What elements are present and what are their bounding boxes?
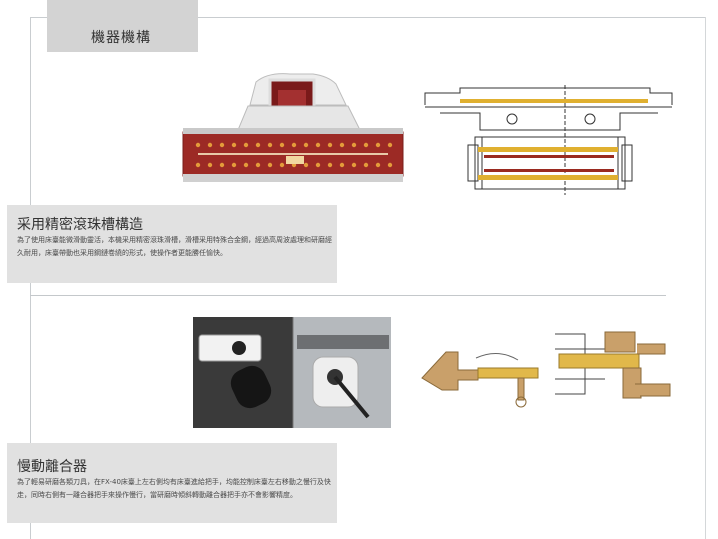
clutch-handle-photo — [193, 317, 391, 428]
page-title: 機器機構 — [91, 30, 151, 46]
clutch-drawing-side — [421, 351, 539, 408]
section-panel-ball-slide: 采用精密滾珠槽構造 為了使用床臺能微滑動靈活，本機采用精密滾珠滑槽，滑槽采用特殊… — [7, 205, 337, 283]
frame-top-line — [30, 17, 706, 18]
machine-table-photo — [182, 73, 404, 182]
clutch-drawing-section — [555, 331, 671, 399]
title-tab: 機器機構 — [47, 0, 198, 52]
section-heading: 采用精密滾珠槽構造 — [17, 217, 143, 233]
section-divider — [30, 295, 666, 296]
table-section-drawing — [424, 85, 673, 195]
section-description: 為了輕易研磨各類刀具，在FX-40床臺上左右側均有床臺進給把手，均能控制床臺左右… — [17, 478, 331, 499]
section-panel-slow-clutch: 慢動離合器 為了輕易研磨各類刀具，在FX-40床臺上左右側均有床臺進給把手，均能… — [7, 443, 337, 523]
section-heading: 慢動離合器 — [17, 459, 87, 475]
frame-right-line — [705, 17, 706, 539]
section-description: 為了使用床臺能微滑動靈活，本機采用精密滾珠滑槽，滑槽采用特殊合金鋼，經過高周波處… — [17, 236, 332, 257]
